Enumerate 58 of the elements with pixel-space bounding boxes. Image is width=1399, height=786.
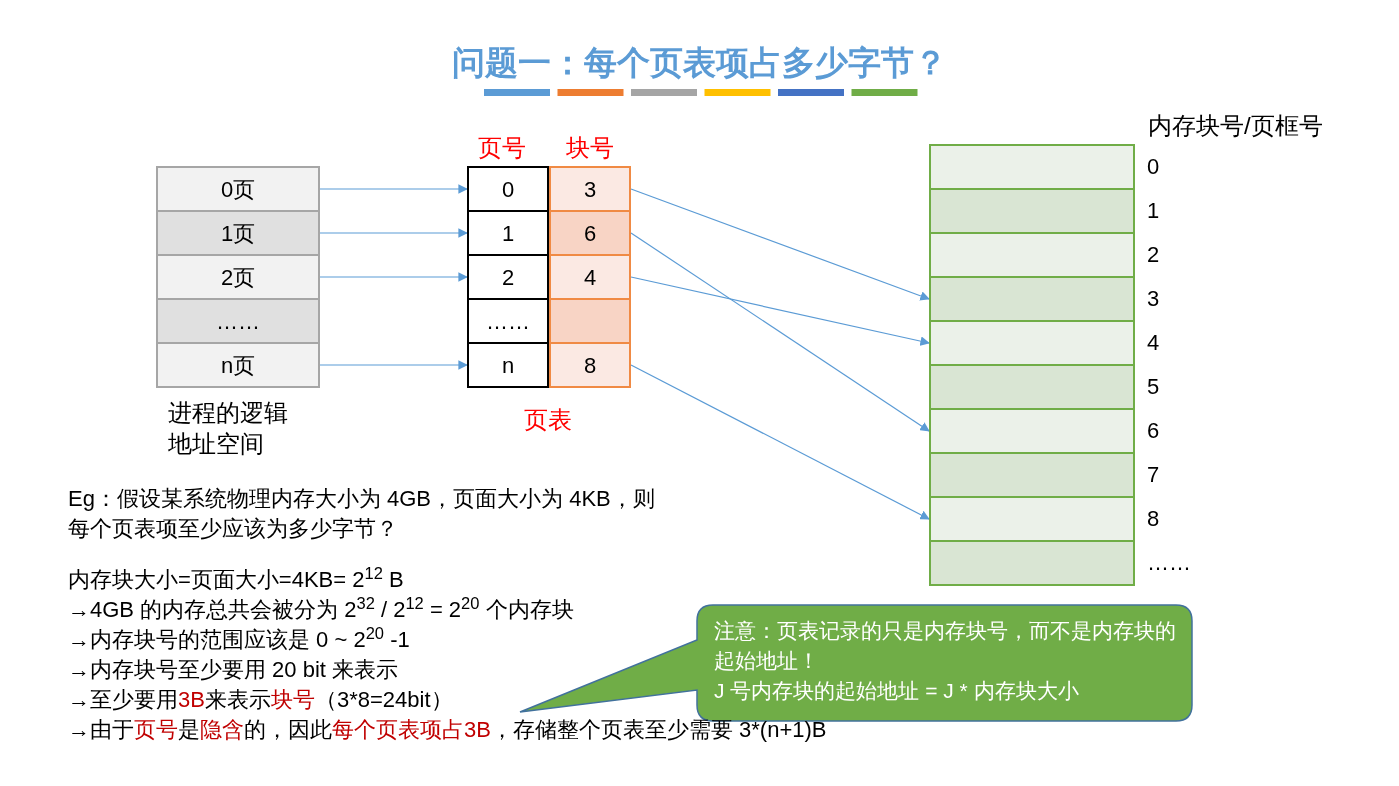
arrow xyxy=(319,272,468,282)
memory-block xyxy=(929,276,1135,322)
title: 问题一：每个页表项占多少字节？ xyxy=(451,43,948,83)
block-number: 0 xyxy=(1147,153,1160,181)
page-row: 2页 xyxy=(156,254,320,300)
block-number: 7 xyxy=(1147,461,1160,489)
callout-text: 注意：页表记录的只是内存块号，而不是内存块的起始地址！ xyxy=(714,618,1176,674)
caption-label: 内存块号/页框号 xyxy=(1148,111,1323,141)
memory-block xyxy=(929,408,1135,454)
memory-block xyxy=(929,540,1135,586)
arrow xyxy=(319,228,468,238)
explanation-text: Eg：假设某系统物理内存大小为 4GB，页面大小为 4KB，则每个页表项至少应该为多少字节？ xyxy=(68,485,656,543)
block-number: 6 xyxy=(1147,417,1160,445)
explanation-text: 内存块大小=页面大小=4KB= 2$^{12}$ B xyxy=(68,565,404,594)
page-row: 0页 xyxy=(156,166,320,212)
block-number: 2 xyxy=(1147,241,1160,269)
page-number-cell: 0 xyxy=(467,166,549,212)
caption-label: 页号 xyxy=(478,133,526,163)
explanation-text: →由于页号是隐含的，因此每个页表项占3B，存储整个页表至少需要 3*(n+1)B xyxy=(68,716,827,744)
memory-block xyxy=(929,496,1135,542)
page-number-cell: 1 xyxy=(467,210,549,256)
block-number: 3 xyxy=(1147,285,1160,313)
explanation-text: →内存块号的范围应该是 0 ~ 2$^{20}$ -1 xyxy=(68,625,410,654)
page-row: n页 xyxy=(156,342,320,388)
caption-label: 块号 xyxy=(566,133,614,163)
arrow xyxy=(319,184,468,194)
caption-label: 页表 xyxy=(524,405,572,435)
arrow xyxy=(630,276,930,346)
block-number: 4 xyxy=(1147,329,1160,357)
block-number: 1 xyxy=(1147,197,1160,225)
block-number: 8 xyxy=(1147,505,1160,533)
memory-block xyxy=(929,232,1135,278)
arrow xyxy=(630,364,930,520)
memory-block xyxy=(929,144,1135,190)
block-number-cell: 3 xyxy=(549,166,631,212)
memory-block xyxy=(929,320,1135,366)
caption-label: 进程的逻辑地址空间 xyxy=(168,398,289,459)
block-number: …… xyxy=(1147,549,1191,577)
page-number-cell: 2 xyxy=(467,254,549,300)
page-row: 1页 xyxy=(156,210,320,256)
arrow xyxy=(319,360,468,370)
block-number-cell: 6 xyxy=(549,210,631,256)
page-number-cell: …… xyxy=(467,298,549,344)
explanation-text: →至少要用3B来表示块号（3*8=24bit） xyxy=(68,686,453,714)
block-number-cell: 4 xyxy=(549,254,631,300)
memory-block xyxy=(929,452,1135,498)
block-number: 5 xyxy=(1147,373,1160,401)
explanation-text: →内存块号至少要用 20 bit 来表示 xyxy=(68,656,399,684)
arrow xyxy=(630,188,930,301)
arrow xyxy=(630,232,930,432)
memory-block xyxy=(929,364,1135,410)
page-row: …… xyxy=(156,298,320,344)
block-number-cell: 8 xyxy=(549,342,631,388)
explanation-text: →4GB 的内存总共会被分为 2$^{32}$ / 2$^{12}$ = 2$^{20}$ 个内存块 xyxy=(68,595,574,624)
page-number-cell: n xyxy=(467,342,549,388)
memory-block xyxy=(929,188,1135,234)
callout-text: J 号内存块的起始地址 = J * 内存块大小 xyxy=(714,678,1080,704)
block-number-cell xyxy=(549,298,631,344)
